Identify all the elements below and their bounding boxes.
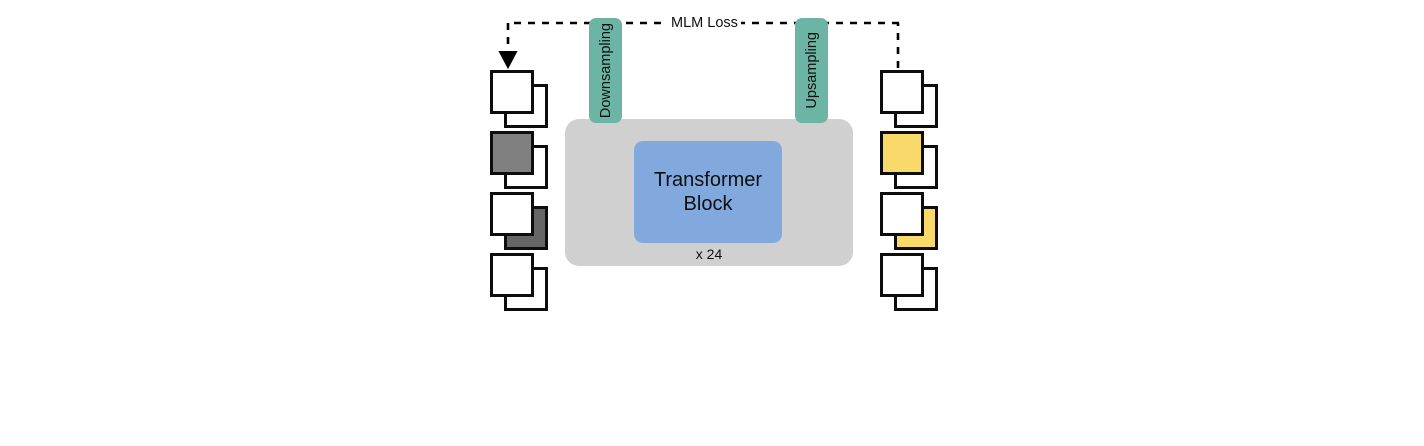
- mlm-loss-label: MLM Loss: [668, 15, 741, 31]
- token-front-square-masked: [490, 131, 534, 175]
- downsampling-block: Downsampling: [589, 18, 622, 123]
- transformer-label-line-1: Transformer: [653, 168, 763, 191]
- repeat-count-label: x 24: [695, 246, 723, 262]
- input-token-row-2-masked: [490, 131, 548, 189]
- transformer-label-line-2: Block: [683, 193, 733, 215]
- token-front-square: [880, 253, 924, 297]
- output-token-row-1: [880, 70, 938, 128]
- token-front-square: [880, 70, 924, 114]
- input-token-row-1: [490, 70, 548, 128]
- upsampling-block: Upsampling: [795, 18, 828, 123]
- downsampling-label: Downsampling: [597, 22, 614, 119]
- input-token-row-4: [490, 253, 548, 311]
- output-token-row-4: [880, 253, 938, 311]
- token-front-square: [490, 192, 534, 236]
- token-front-square: [490, 253, 534, 297]
- output-token-row-3-predicted-back: [880, 192, 938, 250]
- token-front-square-predicted: [880, 131, 924, 175]
- upsampling-label: Upsampling: [803, 32, 820, 109]
- token-front-square: [490, 70, 534, 114]
- token-front-square: [880, 192, 924, 236]
- output-token-row-2-predicted: [880, 131, 938, 189]
- input-token-row-3-masked-back: [490, 192, 548, 250]
